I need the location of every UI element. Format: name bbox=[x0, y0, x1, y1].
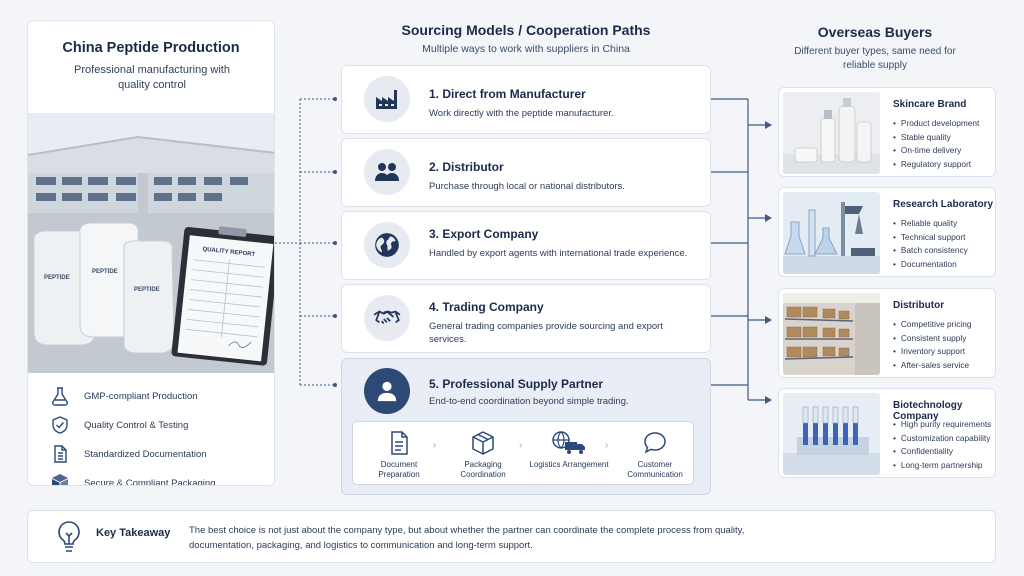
buyer-card-distributor: Distributor Competitive pricing Consiste… bbox=[778, 288, 996, 378]
buyer-needs-list: Reliable quality Technical support Batch… bbox=[893, 217, 968, 271]
model-card-supply-partner: 5. Professional Supply Partner End-to-en… bbox=[341, 358, 711, 495]
handshake-icon bbox=[364, 295, 410, 341]
buyer-needs-list: Competitive pricing Consistent supply In… bbox=[893, 318, 972, 373]
list-item: Technical support bbox=[893, 231, 968, 245]
factory-photo: PEPTIDE PEPTIDE PEPTIDE QUALITY REPORT bbox=[28, 113, 274, 373]
buyer-needs-list: Product development Stable quality On-ti… bbox=[893, 117, 979, 171]
step-logistics: Logistics Arrangement bbox=[529, 430, 609, 470]
step-label: Customer Communication bbox=[627, 460, 683, 479]
list-item: Competitive pricing bbox=[893, 318, 972, 332]
feature-label: Standardized Documentation bbox=[84, 448, 207, 460]
buyer-card-skincare: Skincare Brand Product development Stabl… bbox=[778, 87, 996, 177]
buyer-card-biotech: Biotechnology Company High purity requir… bbox=[778, 388, 996, 478]
list-item: High purity requirements bbox=[893, 418, 991, 432]
globe-icon bbox=[364, 222, 410, 268]
list-item: On-time delivery bbox=[893, 144, 979, 158]
model-title: 4. Trading Company bbox=[429, 300, 544, 314]
takeaway-label: Key Takeaway bbox=[96, 527, 171, 539]
model-desc: Purchase through local or national distr… bbox=[429, 181, 625, 192]
chat-icon bbox=[642, 430, 668, 456]
list-item: Confidentiality bbox=[893, 445, 991, 459]
panel-subtitle: Professional manufacturing with quality … bbox=[74, 64, 230, 91]
buyer-card-research-lab: Research Laboratory Reliable quality Tec… bbox=[778, 187, 996, 277]
key-takeaway-panel: Key Takeaway The best choice is not just… bbox=[27, 510, 996, 563]
laboratory-photo bbox=[783, 192, 880, 274]
model-card-trading: 4. Trading Company General trading compa… bbox=[341, 284, 711, 353]
step-communication: Customer Communication bbox=[615, 430, 695, 480]
bag-label-3: PEPTIDE bbox=[134, 287, 160, 293]
biotech-photo bbox=[783, 393, 880, 475]
model-desc: General trading companies provide sourci… bbox=[429, 321, 663, 345]
step-label: Packaging Coordination bbox=[460, 460, 506, 479]
list-item: Product development bbox=[893, 117, 979, 131]
user-icon bbox=[364, 368, 410, 414]
buyers-title: Overseas Buyers bbox=[817, 24, 933, 40]
panel-title: China Peptide Production bbox=[62, 40, 240, 56]
factory-icon bbox=[364, 76, 410, 122]
model-title: 5. Professional Supply Partner bbox=[429, 377, 604, 391]
bag-label-1: PEPTIDE bbox=[44, 275, 70, 281]
chevron-right-icon: › bbox=[519, 440, 523, 451]
step-packaging: Packaging Coordination bbox=[443, 430, 523, 480]
list-item: After-sales service bbox=[893, 359, 971, 373]
feature-gmp: GMP-compliant Production bbox=[50, 386, 198, 406]
document-icon bbox=[386, 430, 412, 456]
buyers-subtitle: Different buyer types, same need for rel… bbox=[794, 46, 956, 71]
chevron-right-icon: › bbox=[605, 440, 609, 451]
quality-report-title: QUALITY REPORT bbox=[202, 247, 256, 259]
shield-check-icon bbox=[50, 415, 70, 435]
sourcing-title: Sourcing Models / Cooperation Paths bbox=[401, 22, 651, 38]
partner-steps: Document Preparation › Packaging Coordin… bbox=[352, 421, 694, 485]
step-label: Logistics Arrangement bbox=[529, 460, 609, 469]
buyer-needs-list: High purity requirements Customization c… bbox=[893, 418, 991, 472]
china-production-panel: China Peptide Production Professional ma… bbox=[27, 20, 275, 486]
model-title: 2. Distributor bbox=[429, 160, 504, 174]
warehouse-photo bbox=[783, 293, 880, 375]
feature-packaging: Secure & Compliant Packaging bbox=[50, 473, 216, 486]
lightbulb-icon bbox=[56, 520, 82, 554]
model-desc: Work directly with the peptide manufactu… bbox=[429, 108, 614, 119]
model-title: 1. Direct from Manufacturer bbox=[429, 87, 586, 101]
people-icon bbox=[364, 149, 410, 195]
list-item: Long-term partnership bbox=[893, 459, 991, 473]
list-item: Batch consistency bbox=[893, 244, 968, 258]
feature-label: Quality Control & Testing bbox=[84, 419, 189, 431]
list-item: Stable quality bbox=[893, 131, 979, 145]
model-title: 3. Export Company bbox=[429, 227, 539, 241]
step-document: Document Preparation bbox=[359, 430, 439, 480]
document-icon bbox=[50, 444, 70, 464]
feature-quality: Quality Control & Testing bbox=[50, 415, 188, 435]
list-item: Reliable quality bbox=[893, 217, 968, 231]
list-item: Regulatory support bbox=[893, 158, 979, 172]
model-desc: End-to-end coordination beyond simple tr… bbox=[429, 396, 629, 407]
feature-label: GMP-compliant Production bbox=[84, 390, 198, 402]
feature-label: Secure & Compliant Packaging bbox=[84, 477, 216, 486]
buyer-title: Distributor bbox=[893, 300, 945, 311]
chevron-right-icon: › bbox=[433, 440, 437, 451]
buyer-title: Biotechnology Company bbox=[893, 400, 963, 422]
list-item: Inventory support bbox=[893, 345, 971, 359]
bag-label-2: PEPTIDE bbox=[92, 269, 118, 275]
flask-icon bbox=[50, 386, 70, 406]
list-item: Documentation bbox=[893, 258, 968, 272]
truck-globe-icon bbox=[551, 430, 587, 456]
model-card-export: 3. Export Company Handled by export agen… bbox=[341, 211, 711, 280]
sourcing-subtitle: Multiple ways to work with suppliers in … bbox=[422, 43, 630, 55]
step-label: Document Preparation bbox=[378, 460, 420, 479]
list-item: Consistent supply bbox=[893, 332, 971, 346]
buyer-title: Research Laboratory bbox=[893, 199, 994, 210]
package-icon bbox=[470, 430, 496, 456]
buyer-title: Skincare Brand bbox=[893, 99, 967, 110]
model-desc: Handled by export agents with internatio… bbox=[429, 248, 688, 259]
box-icon bbox=[50, 473, 70, 485]
list-item: Customization capability bbox=[893, 432, 991, 446]
skincare-photo bbox=[783, 92, 880, 174]
model-card-manufacturer: 1. Direct from Manufacturer Work directl… bbox=[341, 65, 711, 134]
model-card-distributor: 2. Distributor Purchase through local or… bbox=[341, 138, 711, 207]
feature-documentation: Standardized Documentation bbox=[50, 444, 207, 464]
takeaway-text: The best choice is not just about the co… bbox=[189, 525, 745, 551]
